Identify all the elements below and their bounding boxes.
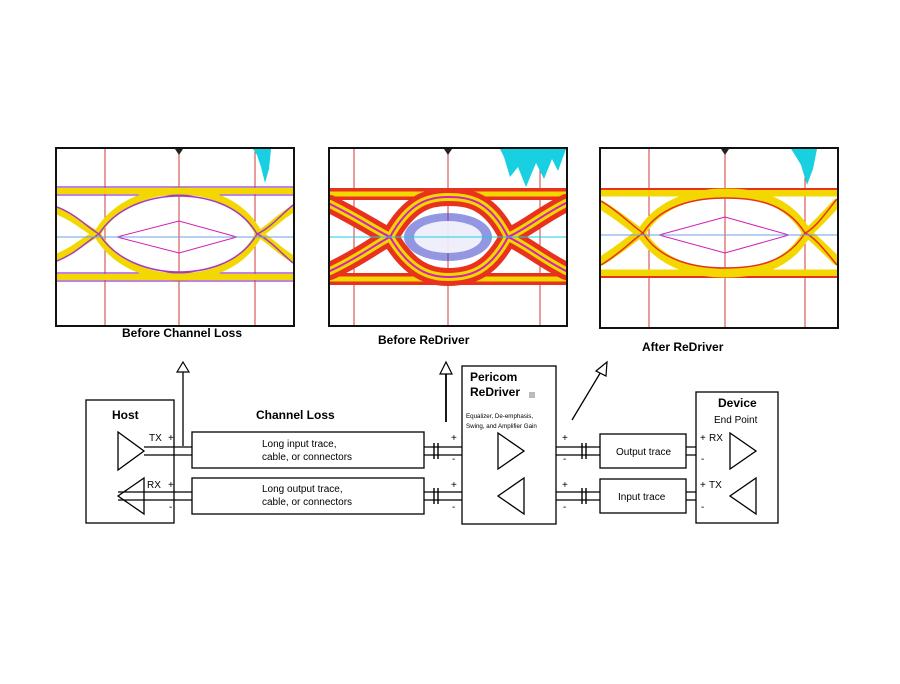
redriver-rx-minus: - [452,502,455,513]
redriver-rxside-minus: - [563,502,566,513]
redriver-title-2: ReDriver [470,385,520,399]
device-tx-label: TX [709,480,722,491]
device-rx-receiver-icon [729,431,758,471]
probe-arrow-before-redriver [439,360,453,422]
channel-loss-label: Channel Loss [256,408,335,422]
host-tx-plus: + [168,433,174,444]
device-tx-driver-icon [728,476,757,516]
host-rx-minus: - [169,502,172,513]
redriver-rx-amplifier-icon [496,476,525,516]
device-sublabel: End Point [714,415,758,426]
long-output-trace-box [191,477,425,515]
long-output-trace-line1: Long output trace, [262,484,343,495]
device-rx-minus: - [701,454,704,465]
coupling-capacitors-left [433,443,439,504]
eye-diagram-before-redriver [328,147,568,327]
device-label: Device [718,396,757,410]
input-trace-box [599,478,687,514]
device-rx-label: RX [709,433,723,444]
device-rx-plus: + [700,433,706,444]
device-tx-minus: - [701,502,704,513]
redriver-out-plus: + [562,433,568,444]
host-rx-plus: + [168,480,174,491]
eye-caption-before-redriver: Before ReDriver [378,333,470,347]
redriver-tx-amplifier-icon [497,431,526,471]
probe-arrow-before-channel-loss [175,360,191,446]
eye-caption-before-channel-loss: Before Channel Loss [122,326,243,340]
probe-arrow-after-redriver [571,360,608,421]
eye-diagram-before-channel-loss [55,147,295,327]
host-tx-label: TX [149,433,162,444]
redriver-rxside-plus: + [562,480,568,491]
redriver-title-1: Pericom [470,370,517,384]
redriver-out-minus: - [563,454,566,465]
coupling-capacitors-right [581,443,587,504]
redriver-rx-plus: + [451,480,457,491]
redriver-desc-1: Equalizer, De-emphasis, [466,413,533,420]
redriver-in-plus: + [451,433,457,444]
output-trace-box [599,433,687,469]
host-rx-label: RX [147,480,161,491]
device-tx-plus: + [700,480,706,491]
host-label: Host [112,408,139,422]
long-input-trace-box [191,431,425,469]
host-tx-driver-icon [117,430,146,472]
long-input-trace-line1: Long input trace, [262,439,337,450]
redriver-in-minus: - [452,454,455,465]
output-trace-label: Output trace [616,447,671,458]
host-rx-receiver-icon [116,476,145,516]
long-output-trace-line2: cable, or connectors [262,497,352,508]
eye-diagram-after-redriver [599,147,839,329]
redriver-logo-square [529,392,535,398]
input-trace-label: Input trace [618,492,666,503]
eye-caption-after-redriver: After ReDriver [642,340,724,354]
long-input-trace-line2: cable, or connectors [262,452,352,463]
redriver-desc-2: Swing, and Amplifier Gain [466,423,537,430]
